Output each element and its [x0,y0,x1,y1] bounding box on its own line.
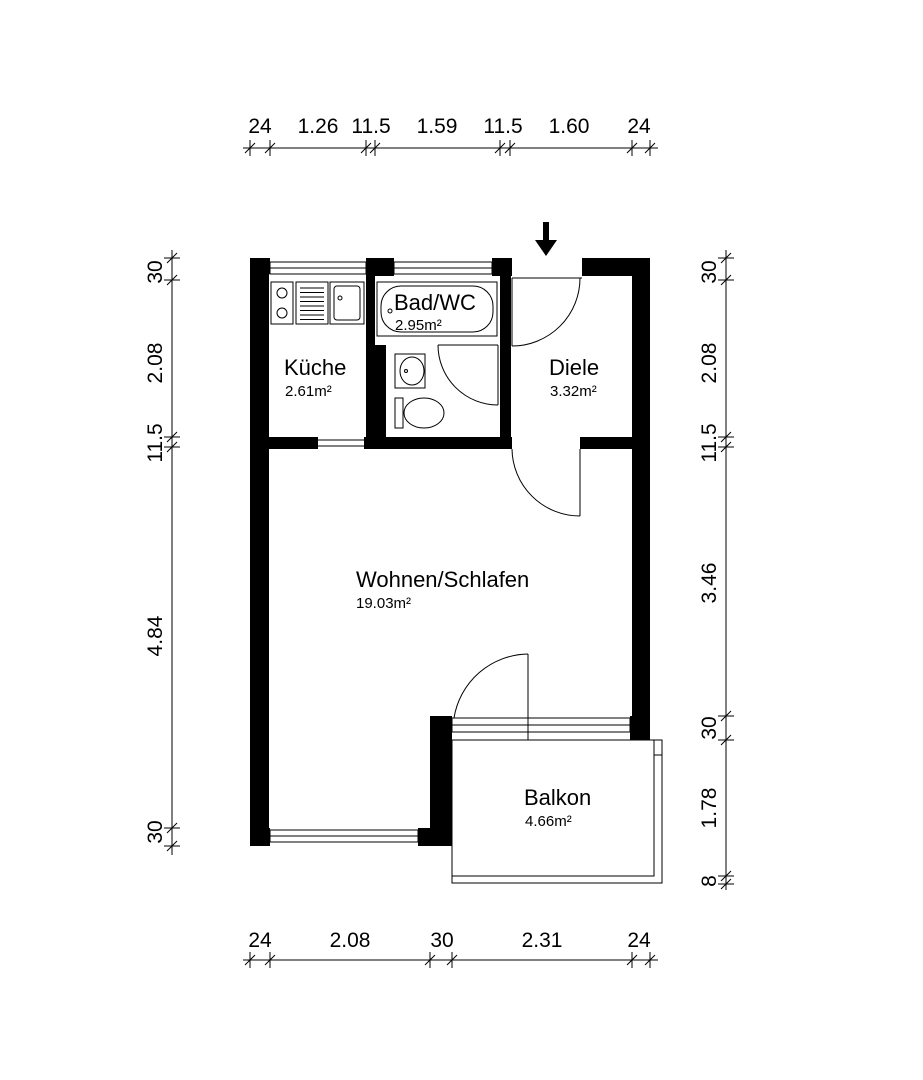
tick-right-1-slash [720,274,732,286]
dim-top-6: 1.60 [549,115,590,138]
dimension-chain-right: 30 2.08 11.5 3.46 30 1.78 8 [698,250,734,890]
room-name-kueche: Küche [284,355,346,380]
room-area-diele: 3.32m² [550,383,597,400]
bathtub-icon [376,281,498,337]
tick-top-1-slash [264,142,276,154]
tick-bottom-5-slash [644,954,656,966]
tick-right-2-slash [720,431,732,443]
tick-right-4-slash [720,710,732,722]
entrance-arrow-icon [535,222,557,256]
kitchen-sink-icon [329,281,365,325]
dim-right-1: 30 [698,260,721,283]
dim-left-1: 30 [144,260,167,283]
room-wohnen: Wohnen/Schlafen 19.03m² [356,567,529,612]
tick-bottom-3-slash [446,954,458,966]
tick-right-5-slash [720,734,732,746]
windows [269,261,631,843]
dim-bottom-4: 2.31 [522,929,563,952]
doors [437,277,582,740]
tick-left-2-slash [166,431,178,443]
room-area-bad: 2.95m² [395,317,442,334]
room-name-diele: Diele [549,355,599,380]
tick-bottom-0-slash [244,954,256,966]
tick-top-0-slash [244,142,256,154]
dim-bottom-1: 24 [248,929,272,952]
room-name-wohnen: Wohnen/Schlafen [356,567,529,592]
room-area-wohnen: 19.03m² [356,595,411,612]
tick-bottom-2-slash [424,954,436,966]
tick-left-5-slash [166,840,178,852]
tick-top-4-slash [494,142,506,154]
tick-top-6-slash [626,142,638,154]
tick-right-6-slash [720,870,732,882]
tick-top-5-slash [504,142,516,154]
dim-top-4: 1.59 [417,115,458,138]
room-area-kueche: 2.61m² [285,383,332,400]
dim-bottom-5: 24 [627,929,651,952]
dim-top-2: 1.26 [298,115,339,138]
washbasin-icon [394,353,426,389]
kitchen-drainboard-icon [295,281,329,325]
tick-bottom-1-slash [264,954,276,966]
room-kueche: Küche 2.61m² [284,355,346,400]
tick-right-3-slash [720,441,732,453]
walls [250,258,650,846]
dim-bottom-2: 2.08 [330,929,371,952]
dim-right-7: 8 [698,875,721,887]
entrance-door [511,277,582,347]
kitchen-stove-icon [270,281,294,325]
balcony-outline [451,739,663,884]
dimension-chain-top: 24 1.26 11.5 1.59 11.5 1.60 24 [243,115,658,156]
living-door [511,448,581,517]
tick-left-0-slash [166,252,178,264]
dim-right-3: 11.5 [698,423,721,462]
room-bad: Bad/WC 2.95m² [394,290,476,334]
tick-top-3-slash [369,142,381,154]
room-name-bad: Bad/WC [394,290,476,315]
room-balkon: Balkon 4.66m² [524,785,591,830]
bath-door [437,344,499,406]
dim-left-5: 30 [144,820,167,843]
tick-left-4-slash [166,822,178,834]
toilet-icon [394,397,445,429]
dim-top-3: 11.5 [351,115,390,138]
tick-left-3-slash [166,441,178,453]
tick-bottom-4-slash [626,954,638,966]
tick-top-2-slash [360,142,372,154]
dim-top-5: 11.5 [483,115,522,138]
tick-right-0-slash [720,252,732,264]
dim-left-3: 11.5 [144,423,167,462]
dim-left-4: 4.84 [144,615,167,656]
dim-left-2: 2.08 [144,343,167,384]
dimension-chain-left: 30 2.08 11.5 4.84 30 [144,250,180,855]
tick-top-7-slash [644,142,656,154]
room-name-balkon: Balkon [524,785,591,810]
dim-right-4: 3.46 [698,563,721,604]
tick-right-7-slash [720,878,732,890]
tick-left-1-slash [166,274,178,286]
dim-right-2: 2.08 [698,343,721,384]
dim-top-7: 24 [627,115,651,138]
dim-right-6: 1.78 [698,788,721,829]
room-diele: Diele 3.32m² [549,355,599,400]
room-area-balkon: 4.66m² [525,813,572,830]
dim-bottom-3: 30 [430,929,453,952]
balcony-door [453,653,529,740]
dimension-chain-bottom: 24 2.08 30 2.31 24 [243,929,658,968]
dim-right-5: 30 [698,716,721,739]
dim-top-1: 24 [248,115,272,138]
